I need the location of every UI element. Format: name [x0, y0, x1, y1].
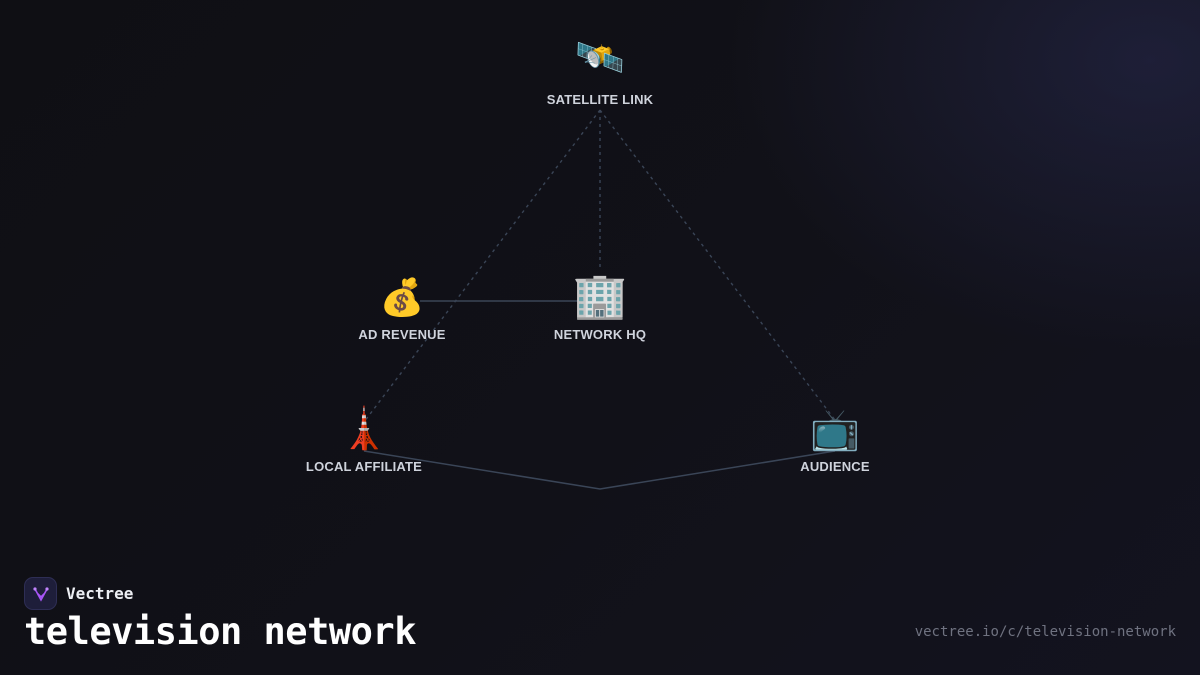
edge-satellite-affiliate: [363, 109, 601, 423]
nodes-layer: 🛰️ SATELLITE LINK 🏢 NETWORK HQ 💰 AD REVENUE 🗼 L…: [306, 35, 870, 474]
television-icon: 📺: [810, 407, 860, 453]
office-building-icon: 🏢: [573, 271, 628, 322]
node-audience[interactable]: 📺 AUDIENCE: [800, 407, 870, 474]
node-hq[interactable]: 🏢 NETWORK HQ: [554, 271, 646, 343]
money-bag-icon: 💰: [380, 277, 425, 319]
edge-satellite-audience: [599, 109, 836, 421]
node-label-satellite: SATELLITE LINK: [547, 92, 654, 107]
page-title: television network: [24, 610, 416, 653]
node-affiliate[interactable]: 🗼 LOCAL AFFILIATE: [306, 404, 422, 474]
vectree-logo-icon: [24, 577, 57, 610]
satellite-icon: 🛰️: [575, 35, 625, 81]
edge-affiliate-audience: [363, 450, 836, 490]
node-satellite[interactable]: 🛰️ SATELLITE LINK: [547, 35, 654, 107]
tower-icon: 🗼: [339, 404, 389, 452]
node-label-affiliate: LOCAL AFFILIATE: [306, 459, 422, 474]
node-label-ad: AD REVENUE: [358, 327, 445, 342]
brand-name: Vectree: [66, 584, 134, 603]
node-ad[interactable]: 💰 AD REVENUE: [358, 277, 445, 343]
brand: Vectree: [24, 577, 133, 610]
node-label-audience: AUDIENCE: [800, 459, 870, 474]
page-url[interactable]: vectree.io/c/television-network: [914, 624, 1176, 640]
edges-layer: [363, 109, 836, 490]
node-label-hq: NETWORK HQ: [554, 327, 646, 342]
